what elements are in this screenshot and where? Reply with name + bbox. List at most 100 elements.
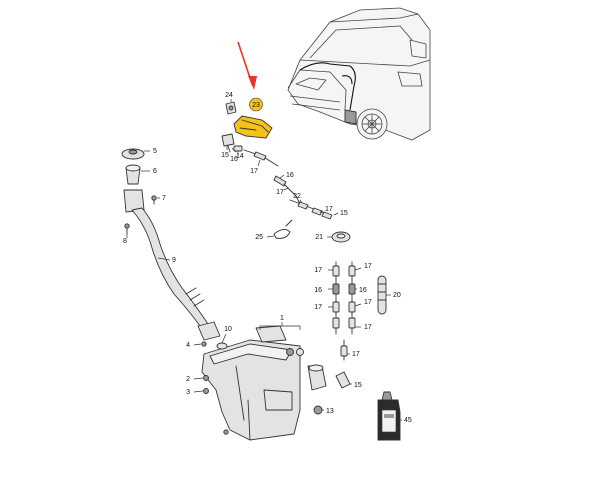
callout-10: 10 [221,326,232,344]
callout-17: 17 [314,267,333,274]
callout-label: 15 [221,152,229,159]
callout-24: 24 [225,92,233,102]
callout-22: 22 [293,193,303,204]
part-45-fluid-bottle [377,391,401,441]
leader-line [266,235,275,238]
callout-20: 20 [386,292,401,299]
callout-9: 9 [157,257,176,264]
part-4-screw [201,341,207,347]
part-pump-grommets [286,348,304,356]
callout-23: 23 [249,97,263,112]
leader-line [354,267,362,271]
callout-16: 16 [230,151,239,163]
reservoir-tank [201,325,301,441]
part-14-connector [221,133,235,153]
callout-17: 17 [354,299,372,307]
part-24-clip [225,101,237,115]
callout-label: 13 [326,408,334,415]
part-23-nozzle [233,115,273,139]
callout-45: 45 [400,417,412,424]
callout-label: 14 [236,153,244,160]
part-2-grommet [203,375,209,381]
callout-6: 6 [141,168,157,175]
callout-15: 15 [221,146,229,159]
callout-16: 16 [279,172,294,179]
leader-line [157,257,171,261]
callout-label: 3 [186,389,190,396]
callout-label: 16 [314,287,322,294]
callout-label: 5 [153,148,157,155]
callout-label: 16 [286,172,294,179]
callout-label: 17 [325,206,333,213]
leader-line [299,199,303,204]
red-arrow-icon [237,41,257,90]
callout-label: 4 [186,342,190,349]
part-1-bracket-lines [259,322,301,330]
callout-7: 7 [157,195,166,202]
callout-label: 17 [250,168,258,175]
callout-21: 21 [315,234,332,241]
callout-label: 20 [393,292,401,299]
callout-16: 16 [355,287,367,294]
part-3-bolt [203,388,209,394]
leader-line [257,159,261,167]
callout-17: 17 [355,324,372,331]
callout-label: 16 [230,156,238,163]
leader-line [279,174,285,179]
leader-line [193,343,202,346]
leader-line [319,210,324,213]
part-5-cap [121,148,145,160]
callout-17: 17 [354,263,372,271]
leader-line [221,333,227,344]
leader-line [193,390,204,393]
callout-label: 17 [314,267,322,274]
callout-3: 3 [186,389,204,396]
hose-17-upper [243,149,333,220]
callout-17: 17 [314,304,333,311]
callout-label: 17 [276,189,284,196]
callout-14: 14 [231,147,244,160]
callout-label: 17 [314,304,322,311]
hose-column [332,261,356,361]
callout-label: 24 [225,92,233,99]
callout-label: 9 [172,257,176,264]
part-21-grommet [331,231,351,243]
callout-label: 10 [224,326,232,333]
vehicle-illustration [287,7,431,141]
callout-label: 45 [404,417,412,424]
callout-17: 17 [276,187,289,196]
callout-label: 15 [354,382,362,389]
part-13-grommet [313,405,323,415]
callout-1: 1 [280,315,284,322]
leader-line [231,147,237,153]
callout-label: 8 [123,238,127,245]
callout-label: 23 [252,102,260,109]
callout-15: 15 [350,382,362,389]
leader-line [283,187,289,191]
callout-8: 8 [123,234,128,245]
callout-label: 17 [364,263,372,270]
callout-label: 16 [359,287,367,294]
callout-label: 17 [352,351,360,358]
highlight-badge [249,97,263,112]
callout-label: 1 [280,315,284,322]
callout-2: 2 [186,376,204,383]
part-lower-screw [223,429,229,435]
callout-17: 17 [250,159,261,175]
leader-line [333,212,339,216]
callout-17: 17 [347,351,360,358]
part-7-screw [151,195,157,205]
callout-label: 17 [364,324,372,331]
part-16-tee-top [233,145,243,152]
part-pump [307,364,327,391]
callout-label: 21 [315,234,323,241]
part-9-filler-neck [123,189,221,341]
leader-line [193,377,204,380]
callout-15: 15 [333,210,348,217]
part-25-bracket [273,219,293,239]
callout-label: 7 [162,195,166,202]
callout-13: 13 [322,408,334,415]
callout-17: 17 [319,206,333,213]
